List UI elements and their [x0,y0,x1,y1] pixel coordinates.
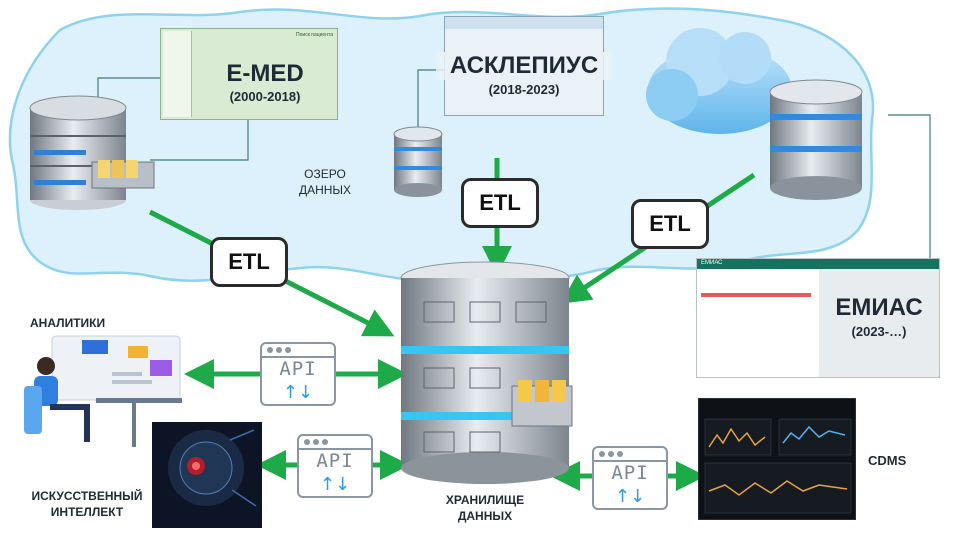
api-dot [276,347,282,353]
api-label: API [316,450,354,472]
cdms-label: CDMS [868,453,907,468]
developer-at-desk-icon [24,335,182,447]
connector-emed-2 [150,118,249,161]
analytics-label: АНАЛИТИКИ [30,316,106,330]
emias-label-panel [819,269,939,377]
emias-app-name: ЕМИАС [701,260,723,266]
api-box-ai: API ↑↓ [297,434,373,498]
api-window-bar [594,448,666,462]
asklepius-toolbar [445,17,603,29]
etl-box-emias: ETL [631,199,709,249]
asklepius-title: АСКЛЕПИУС [436,52,612,80]
cloud-icon [646,28,792,134]
emed-years: (2000-2018) [229,89,301,104]
emed-window-title: Поиск пациента [296,32,333,38]
api-window-bar [262,344,334,358]
emed-title: E-MED [226,60,304,87]
ai-label: ИСКУССТВЕННЫЙ ИНТЕЛЛЕКТ [31,489,143,519]
api-dot [608,451,614,457]
warehouse-label: ХРАНИЛИЩЕ ДАННЫХ [445,493,525,523]
api-label: API [279,358,317,380]
cdms-dashboard-screenshot [698,398,856,520]
emias-title: ЕМИАС [835,294,923,321]
emed-sidebar [163,31,192,117]
emias-alert-row [701,293,811,297]
emed-database-icon [29,95,155,210]
api-box-analytics: API ↑↓ [260,342,336,406]
api-box-cdms: API ↑↓ [592,446,668,510]
api-exchange-arrows-icon: ↑↓ [614,486,646,507]
api-dot [313,439,319,445]
asklepius-years: (2018-2023) [488,82,560,97]
api-dot [599,451,605,457]
emed-window-screenshot: Поиск пациента [160,28,338,120]
dashboard-icon [704,418,852,514]
connector-emias [888,114,931,258]
etl-box-emed: ETL [210,237,288,287]
emias-database-icon [769,79,863,200]
emias-years: (2023-…) [851,324,907,339]
api-dot [322,439,328,445]
api-dot [285,347,291,353]
api-exchange-arrows-icon: ↑↓ [319,474,351,495]
api-dot [304,439,310,445]
api-window-bar [299,436,371,450]
emias-header [697,259,939,269]
data-lake-label: ОЗЕРО ДАННЫХ [298,167,352,197]
ai-robot-icon [152,422,262,528]
emias-window-screenshot: ЕМИАС [696,258,940,378]
etl-box-asklepius: ETL [461,178,539,228]
api-exchange-arrows-icon: ↑↓ [282,382,314,403]
api-label: API [611,462,649,484]
api-dot [267,347,273,353]
asklepius-database-icon [393,126,443,197]
warehouse-archive-cabinet-icon [400,261,573,484]
api-dot [617,451,623,457]
